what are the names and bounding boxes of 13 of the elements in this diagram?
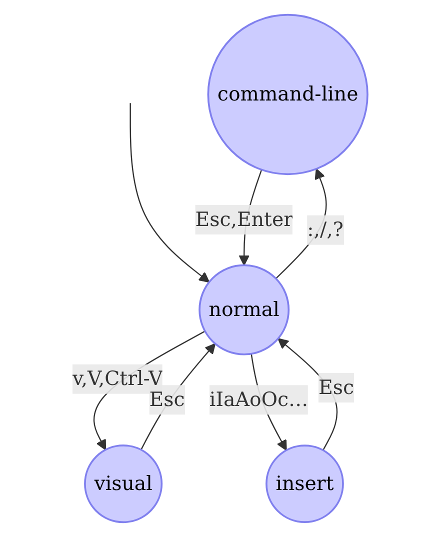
edge-label: Esc <box>318 375 354 399</box>
node-circle: visual <box>84 444 163 524</box>
edge-label: :,/,? <box>307 218 344 242</box>
edge-label: iIaAoOc… <box>209 388 308 411</box>
edge-label: Esc <box>149 388 185 411</box>
edge-label: Esc,Enter <box>195 207 294 231</box>
arrow <box>93 330 206 450</box>
arrow <box>140 343 216 450</box>
edge-label: v,V,Ctrl-V <box>72 366 163 390</box>
arrow <box>130 103 210 283</box>
node-circle: command-line <box>207 14 368 176</box>
node-circle: normal <box>198 264 290 356</box>
node-circle: insert <box>266 444 344 523</box>
